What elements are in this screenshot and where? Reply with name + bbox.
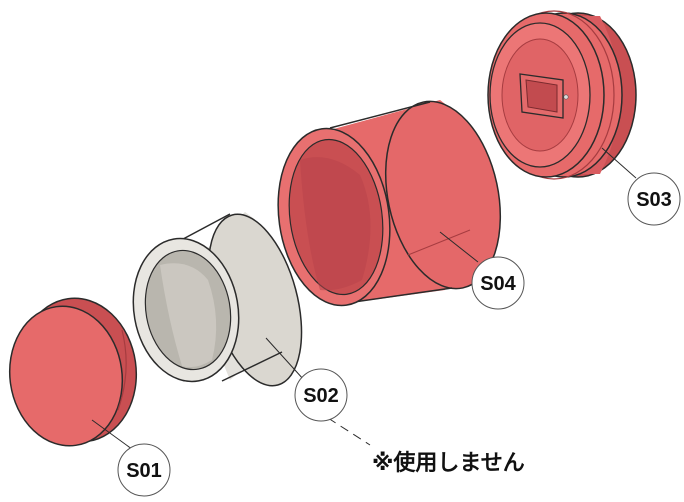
callout-s03: S03 (627, 172, 681, 226)
part-s03-end-cap (487, 10, 637, 180)
leader-line-note (327, 417, 371, 446)
callout-label-s04: S04 (480, 273, 516, 295)
leader-line-s04 (439, 231, 479, 263)
leader-line-s03 (601, 147, 637, 179)
callout-s01: S01 (117, 443, 171, 497)
part-s01-end-cap (8, 297, 138, 447)
not-used-note: ※使用しません (372, 451, 525, 476)
leader-line-s02 (265, 337, 305, 381)
callout-label-s02: S02 (303, 385, 339, 407)
callout-label-s01: S01 (126, 460, 162, 482)
leader-lines (91, 147, 637, 453)
part-s04-tube (277, 100, 502, 307)
part-s02-sleeve (132, 212, 303, 387)
callout-s04: S04 (471, 256, 525, 310)
leader-line-s01 (91, 419, 137, 453)
callout-s02: S02 (294, 368, 348, 422)
callout-label-s03: S03 (636, 189, 672, 211)
